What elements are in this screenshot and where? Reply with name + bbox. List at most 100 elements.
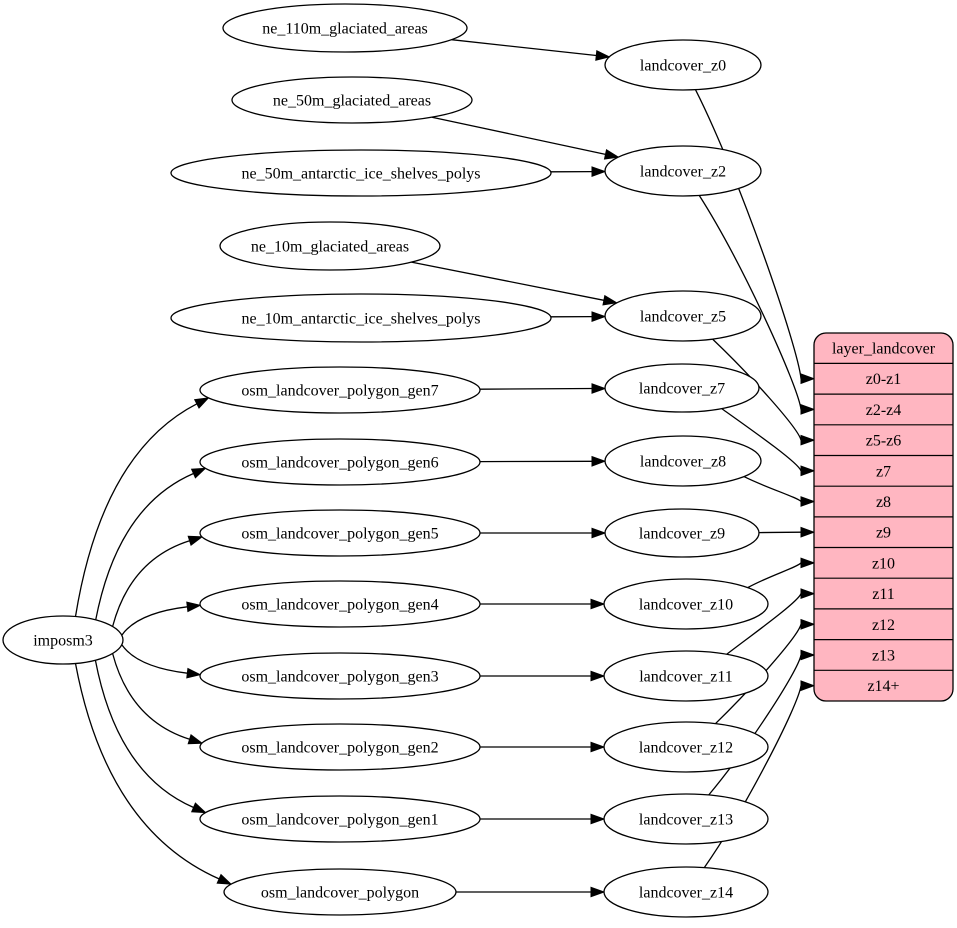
node-label: osm_landcover_polygon_gen1 <box>241 812 438 829</box>
edge-osm_landcover_polygon_gen6-to-landcover_z8 <box>480 457 605 466</box>
edge-imposm3-to-osm_landcover_polygon_gen3 <box>122 645 200 678</box>
edge-line <box>76 664 220 879</box>
edge-imposm3-to-osm_landcover_polygon_gen4 <box>122 602 200 635</box>
arrowhead-icon <box>591 887 604 896</box>
edge-osm_landcover_polygon-to-landcover_z14 <box>456 887 604 896</box>
arrowhead-icon <box>591 814 604 823</box>
edge-osm_landcover_polygon_gen3-to-landcover_z11 <box>480 671 604 680</box>
edge-ne_10m_antarctic_ice_shelves_polys-to-landcover_z5 <box>551 312 605 321</box>
arrowhead-icon <box>192 803 206 813</box>
node-osm_landcover_polygon_gen1: osm_landcover_polygon_gen1 <box>200 796 480 842</box>
edge-osm_landcover_polygon_gen7-to-landcover_z7 <box>480 384 605 393</box>
node-label: osm_landcover_polygon_gen3 <box>241 669 438 686</box>
node-landcover_z5: landcover_z5 <box>605 291 761 341</box>
arrowhead-icon <box>801 620 814 629</box>
node-osm_landcover_polygon_gen5: osm_landcover_polygon_gen5 <box>200 510 480 556</box>
node-label: landcover_z10 <box>639 597 733 614</box>
edge-ne_110m_glaciated_areas-to-landcover_z0 <box>452 40 610 61</box>
table-header: layer_landcover <box>832 341 936 358</box>
edge-imposm3-to-osm_landcover_polygon_gen7 <box>76 398 209 617</box>
edge-osm_landcover_polygon_gen5-to-landcover_z9 <box>480 528 605 537</box>
node-label: ne_10m_glaciated_areas <box>251 239 409 256</box>
node-osm_landcover_polygon_gen2: osm_landcover_polygon_gen2 <box>200 724 480 770</box>
edge-line <box>432 117 606 154</box>
node-osm_landcover_polygon: osm_landcover_polygon <box>224 869 456 915</box>
arrowhead-icon <box>192 468 206 478</box>
edge-osm_landcover_polygon_gen4-to-landcover_z10 <box>480 599 604 608</box>
node-label: osm_landcover_polygon_gen6 <box>241 455 438 472</box>
arrowhead-icon <box>592 312 605 321</box>
node-ne_10m_glaciated_areas: ne_10m_glaciated_areas <box>220 222 440 270</box>
node-label: landcover_z9 <box>639 526 725 543</box>
arrowhead-icon <box>592 457 605 466</box>
arrowhead-icon <box>187 602 200 611</box>
node-label: imposm3 <box>33 633 93 650</box>
edge-landcover_z8-to-layer_landcover-row-z8 <box>744 477 814 507</box>
arrowhead-icon <box>801 681 814 690</box>
edge-line <box>96 474 194 620</box>
arrowhead-icon <box>187 669 200 678</box>
node-landcover_z8: landcover_z8 <box>605 436 761 486</box>
arrowhead-icon <box>801 589 814 598</box>
edge-imposm3-to-osm_landcover_polygon_gen6 <box>96 468 206 620</box>
edge-ne_50m_antarctic_ice_shelves_polys-to-landcover_z2 <box>551 167 605 176</box>
node-label: osm_landcover_polygon_gen5 <box>241 526 438 543</box>
node-ne_50m_antarctic_ice_shelves_polys: ne_50m_antarctic_ice_shelves_polys <box>171 150 551 196</box>
arrowhead-icon <box>801 650 814 659</box>
node-label: landcover_z0 <box>640 58 726 75</box>
arrowhead-icon <box>801 374 814 383</box>
table-row-z11: z11 <box>872 586 895 603</box>
node-osm_landcover_polygon_gen7: osm_landcover_polygon_gen7 <box>200 367 480 413</box>
node-ne_50m_glaciated_areas: ne_50m_glaciated_areas <box>232 77 472 123</box>
edge-line <box>411 262 604 300</box>
edge-line <box>113 654 190 740</box>
edge-line <box>95 660 193 807</box>
arrowhead-icon <box>195 398 209 408</box>
edge-line <box>452 40 597 56</box>
table-row-z8: z8 <box>876 494 891 511</box>
node-label: landcover_z2 <box>640 164 726 181</box>
node-ne_10m_antarctic_ice_shelves_polys: ne_10m_antarctic_ice_shelves_polys <box>171 294 551 342</box>
table-row-z10: z10 <box>872 555 895 572</box>
node-landcover_z14: landcover_z14 <box>604 867 768 917</box>
node-osm_landcover_polygon_gen4: osm_landcover_polygon_gen4 <box>200 581 480 627</box>
table-layer_landcover: layer_landcoverz0-z1z2-z4z5-z6z7z8z9z10z… <box>814 333 953 701</box>
edge-imposm3-to-osm_landcover_polygon_gen1 <box>95 660 205 812</box>
arrowhead-icon <box>801 466 814 475</box>
arrowhead-icon <box>801 405 814 414</box>
node-label: landcover_z14 <box>639 885 733 902</box>
node-label: landcover_z13 <box>639 812 733 829</box>
node-landcover_z2: landcover_z2 <box>605 146 761 196</box>
node-landcover_z7: landcover_z7 <box>605 364 759 412</box>
node-ne_110m_glaciated_areas: ne_110m_glaciated_areas <box>223 4 467 52</box>
node-label: ne_110m_glaciated_areas <box>262 21 428 38</box>
node-label: osm_landcover_polygon_gen2 <box>241 740 438 757</box>
node-label: ne_10m_antarctic_ice_shelves_polys <box>241 311 480 328</box>
table-row-z7: z7 <box>876 463 891 480</box>
arrowhead-icon <box>801 497 814 506</box>
node-label: osm_landcover_polygon <box>261 885 419 902</box>
node-label: ne_50m_antarctic_ice_shelves_polys <box>241 166 480 183</box>
edge-osm_landcover_polygon_gen1-to-landcover_z13 <box>480 814 604 823</box>
table-row-z0-z1: z0-z1 <box>866 371 902 388</box>
node-label: landcover_z8 <box>640 454 726 471</box>
edge-line <box>480 389 592 390</box>
node-landcover_z13: landcover_z13 <box>604 794 768 844</box>
table-row-z5-z6: z5-z6 <box>866 433 902 450</box>
edge-line <box>744 477 801 502</box>
table-row-z9: z9 <box>876 525 891 542</box>
node-imposm3: imposm3 <box>3 616 123 664</box>
arrowhead-icon <box>592 167 605 176</box>
edge-line <box>122 607 188 635</box>
edge-line <box>113 541 190 627</box>
arrowhead-icon <box>188 536 202 545</box>
arrowhead-icon <box>592 384 605 393</box>
node-landcover_z0: landcover_z0 <box>605 40 761 90</box>
node-label: landcover_z7 <box>639 381 725 398</box>
node-label: ne_50m_glaciated_areas <box>273 93 431 110</box>
table-row-z13: z13 <box>872 648 895 665</box>
edge-line <box>76 404 197 617</box>
arrowhead-icon <box>801 435 814 444</box>
arrowhead-icon <box>801 528 814 537</box>
